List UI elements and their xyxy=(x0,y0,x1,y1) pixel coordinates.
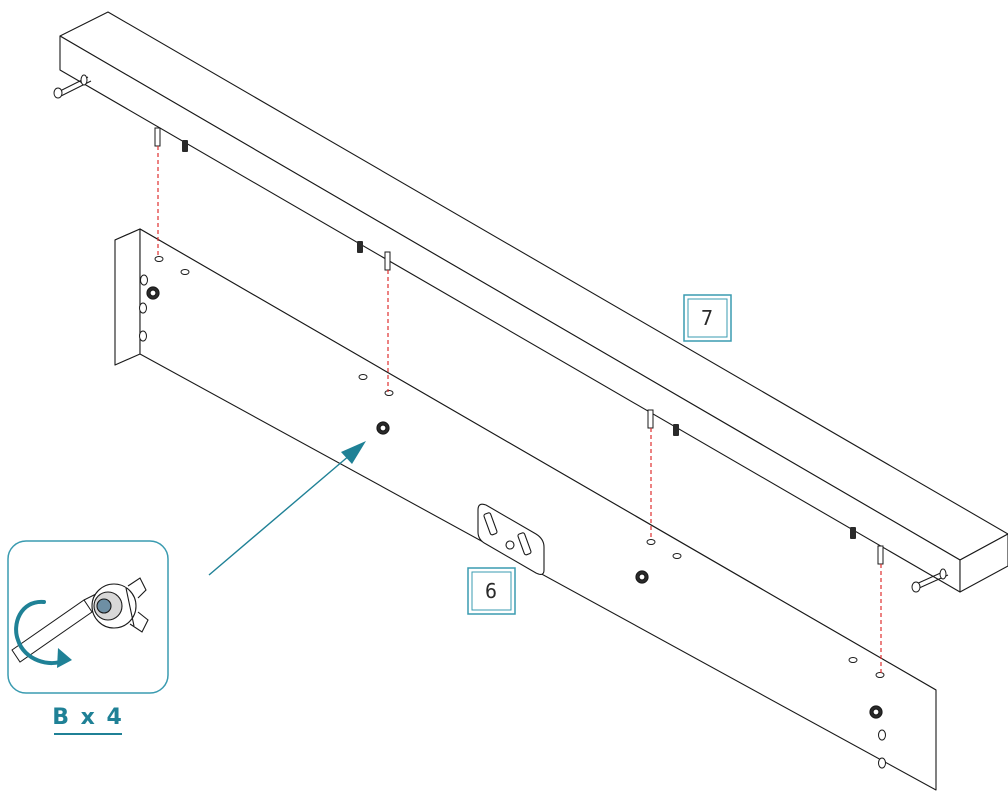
threaded-dowels xyxy=(182,140,856,539)
end-face-holes xyxy=(139,274,148,342)
lower-rail-front-face xyxy=(139,228,937,791)
fastener-quantity: B x 4 xyxy=(52,705,124,730)
upper-rail xyxy=(59,11,1008,593)
cam-locks xyxy=(146,286,883,719)
upper-rail-end-face xyxy=(959,533,1008,593)
bracket-plate xyxy=(477,503,545,576)
top-face-holes xyxy=(154,256,885,678)
part-label-6: 6 xyxy=(467,567,516,615)
lower-rail xyxy=(114,228,937,791)
part-number-6: 6 xyxy=(485,579,497,603)
pointer-arrow xyxy=(208,441,366,576)
part-number-7: 7 xyxy=(701,306,713,330)
cam-lock-icon xyxy=(91,577,149,633)
lower-rail-end-face xyxy=(114,228,141,366)
right-end-holes xyxy=(878,729,886,769)
dowel-left xyxy=(53,74,92,99)
part-label-7: 7 xyxy=(683,294,732,342)
dowel-right xyxy=(911,568,949,593)
rotate-clockwise-arrow-icon xyxy=(14,599,72,668)
alignment-guides xyxy=(157,146,882,674)
fastener-callout: B x 4 xyxy=(7,540,169,735)
